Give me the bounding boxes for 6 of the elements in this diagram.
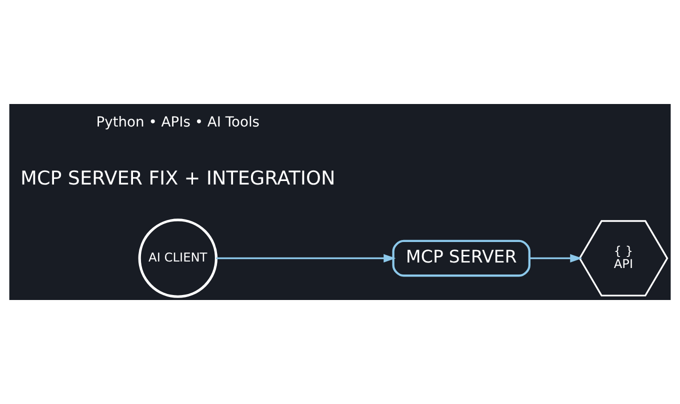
arrow [530, 254, 582, 263]
arrow [216, 254, 396, 263]
label: MCP SERVER FIX + INTEGRATION [20, 167, 336, 190]
node-box: MCP SERVER [392, 240, 530, 277]
label: Python • APIs • AI Tools [96, 114, 260, 130]
node-circle: AI CLIENT [138, 218, 218, 298]
